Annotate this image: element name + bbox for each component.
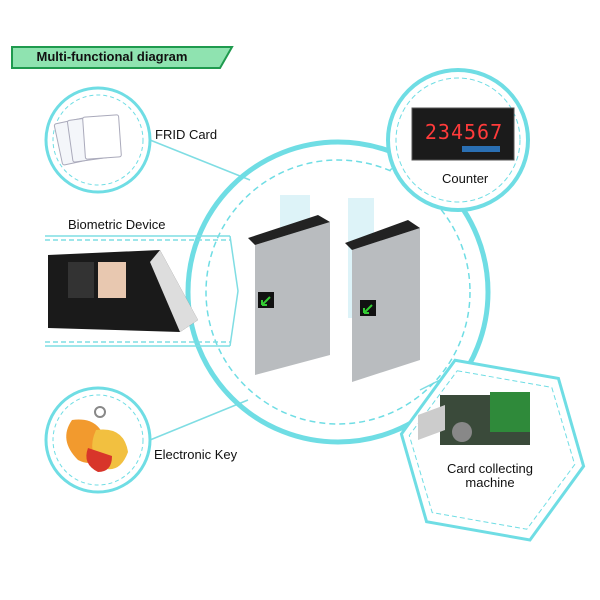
biometric-device-image (48, 250, 198, 332)
key-fobs-image (66, 406, 128, 472)
banner-title: Multi-functional diagram (36, 49, 188, 64)
card-collecting-label-line1: Card collecting (447, 461, 533, 476)
counter-label: Counter (442, 171, 489, 186)
rfid-cards-image (53, 114, 122, 166)
card-collecting-label-line2: machine (465, 475, 515, 490)
banner: Multi-functional diagram (12, 46, 222, 68)
banner-shape (11, 46, 234, 69)
counter-display-value: 234567 (424, 120, 504, 144)
electronic-key-label: Electronic Key (154, 447, 238, 462)
biometric-band (45, 235, 239, 347)
frid-card-label: FRID Card (155, 127, 218, 142)
biometric-device-label: Biometric Device (68, 217, 166, 232)
central-dashed-circle (205, 159, 471, 425)
card-collector-hexagon (399, 358, 586, 542)
central-circle (185, 139, 491, 445)
card-collecting-machine-image (418, 392, 530, 445)
turnstile-image (248, 195, 420, 382)
